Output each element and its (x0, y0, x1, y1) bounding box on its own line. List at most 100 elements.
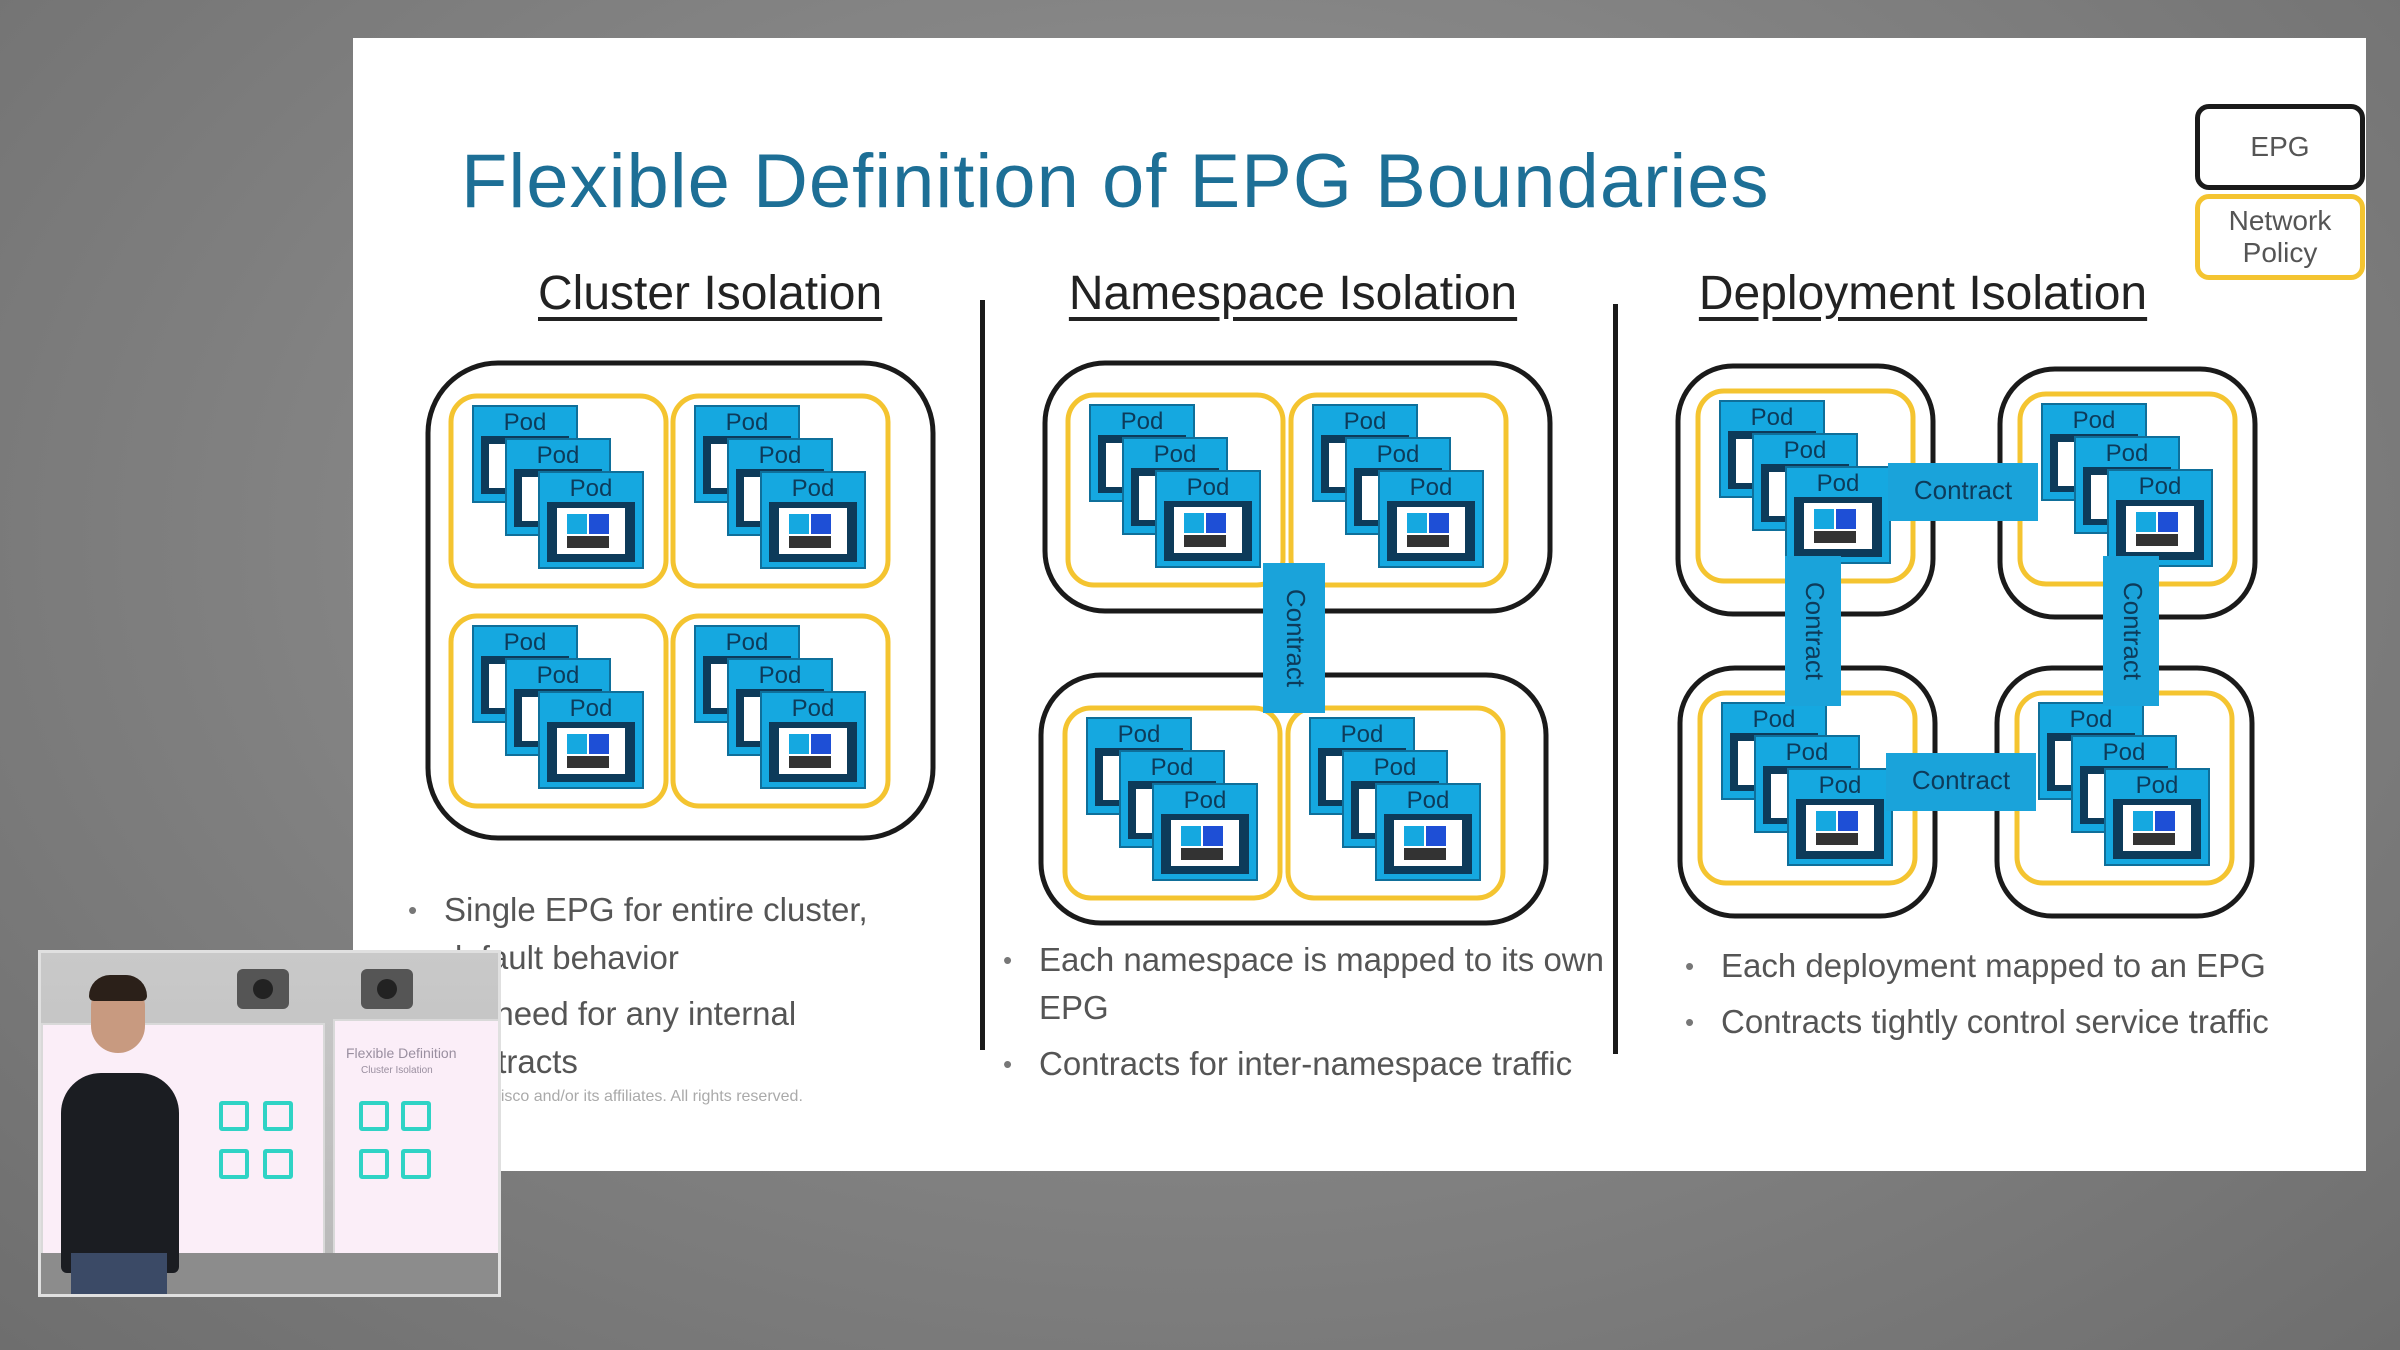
pod-icon (263, 1149, 293, 1179)
pip-slide-title: Flexible Definition (346, 1045, 457, 1061)
app-tile-icon (1814, 531, 1856, 543)
pod-icon: Pod (760, 691, 866, 789)
app-tile-icon (1407, 513, 1427, 533)
speaker-body (61, 1073, 179, 1273)
pod-icon (401, 1101, 431, 1131)
app-tile-icon (567, 536, 609, 548)
contract-connector: Contract (2103, 556, 2159, 706)
contract-shape (1785, 556, 1841, 706)
app-tile-icon (589, 514, 609, 534)
app-tile-icon (2155, 811, 2175, 831)
app-tile-icon (1404, 848, 1446, 860)
deployment-bullets: Each deployment mapped to an EPG Contrac… (1685, 942, 2345, 1054)
app-tile-icon (567, 756, 609, 768)
pod-label: Pod (2136, 772, 2179, 799)
pod-icon (219, 1101, 249, 1131)
app-tile-icon (1816, 811, 1836, 831)
speaker-video-inset: Flexible Definition Cluster Isolation (38, 950, 501, 1297)
app-tile-icon (789, 734, 809, 754)
pod-icon (219, 1149, 249, 1179)
slide-title: Flexible Definition of EPG Boundaries (461, 139, 1770, 224)
app-tile-icon (2158, 512, 2178, 532)
speaker-hair (89, 975, 147, 1001)
pod-icon: Pod (760, 471, 866, 569)
contract-label: Contract (1914, 475, 2013, 505)
pod-label: Pod (1151, 754, 1194, 781)
pod-label: Pod (1154, 441, 1197, 468)
pod-icon: Pod (1375, 783, 1481, 881)
pod-label: Pod (1187, 474, 1230, 501)
section-divider-right (1613, 304, 1618, 1054)
app-tile-icon (589, 734, 609, 754)
app-tile-icon (1816, 833, 1858, 845)
pod-label: Pod (2070, 706, 2113, 733)
pod-label: Pod (1410, 474, 1453, 501)
pod-label: Pod (2106, 440, 2149, 467)
pod-label: Pod (504, 629, 547, 656)
pod-label: Pod (792, 475, 835, 502)
pod-icon: Pod (1155, 470, 1261, 568)
pod-icon: Pod (1152, 783, 1258, 881)
contract-label: Contract (2118, 582, 2148, 681)
app-tile-icon (1814, 509, 1834, 529)
contract-shape (1263, 563, 1325, 713)
presentation-slide: Flexible Definition of EPG Boundaries EP… (353, 38, 2366, 1171)
pod-icon: Pod (2104, 768, 2210, 866)
pod-icon: Pod (1787, 768, 1893, 866)
pod-label: Pod (2139, 473, 2182, 500)
pod-label: Pod (504, 409, 547, 436)
app-tile-icon (567, 734, 587, 754)
contract-connector: Contract (1886, 753, 2036, 811)
pod-label: Pod (1819, 772, 1862, 799)
contract-label: Contract (1912, 765, 2011, 795)
app-tile-icon (1429, 513, 1449, 533)
section-title-deployment: Deployment Isolation (1698, 267, 2148, 320)
pod-label: Pod (726, 409, 769, 436)
section-title-cluster: Cluster Isolation (538, 267, 883, 320)
app-tile-icon (1181, 826, 1201, 846)
app-tile-icon (811, 514, 831, 534)
app-tile-icon (1181, 848, 1223, 860)
app-tile-icon (1203, 826, 1223, 846)
app-tile-icon (1404, 826, 1424, 846)
pod-label: Pod (792, 695, 835, 722)
app-tile-icon (1426, 826, 1446, 846)
app-tile-icon (2133, 811, 2153, 831)
pod-label: Pod (759, 442, 802, 469)
pod-icon (359, 1149, 389, 1179)
pod-icon: Pod (2107, 469, 2213, 567)
pod-label: Pod (1751, 404, 1794, 431)
namespace-bullet: Each namespace is mapped to its own EPG (1003, 936, 1623, 1032)
app-tile-icon (789, 514, 809, 534)
contract-connector: Contract (1785, 556, 1841, 706)
app-tile-icon (811, 734, 831, 754)
pod-label: Pod (537, 442, 580, 469)
legend-epg-label: EPG (2250, 131, 2310, 162)
pod-icon: Pod (1378, 470, 1484, 568)
app-tile-icon (2136, 512, 2156, 532)
legend-network-policy-label: Network Policy (2228, 205, 2332, 268)
pod-label: Pod (537, 662, 580, 689)
pod-label: Pod (2073, 407, 2116, 434)
pod-label: Pod (2103, 739, 2146, 766)
copyright-footer: © 2017 Cisco and/or its affiliates. All … (433, 1088, 803, 1105)
app-tile-icon (2136, 534, 2178, 546)
pod-icon (359, 1101, 389, 1131)
pod-label: Pod (1118, 721, 1161, 748)
app-tile-icon (567, 514, 587, 534)
pod-label: Pod (1184, 787, 1227, 814)
contract-label: Contract (1800, 582, 1830, 681)
app-tile-icon (1407, 535, 1449, 547)
app-tile-icon (1184, 513, 1204, 533)
pod-label: Pod (1344, 408, 1387, 435)
